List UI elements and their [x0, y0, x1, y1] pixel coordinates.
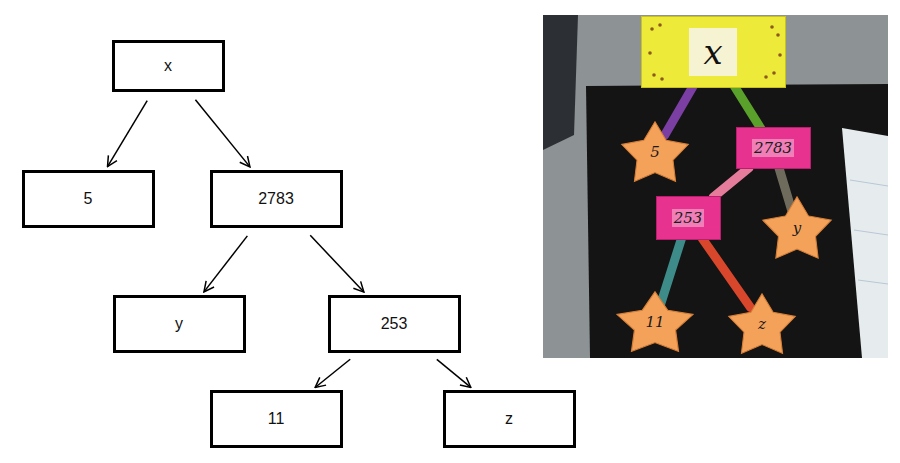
paper-star: 5	[620, 119, 690, 185]
node-label: z	[505, 410, 513, 428]
paper-star: z	[727, 291, 797, 357]
star-outline	[763, 197, 832, 259]
node-label: y	[175, 315, 183, 333]
paper-rule	[854, 230, 888, 235]
factor-arrow	[310, 235, 364, 292]
factor-box: 253	[328, 295, 461, 353]
paper-star: 11	[615, 289, 695, 355]
factor-arrow	[437, 359, 471, 387]
factor-arrow	[315, 359, 350, 387]
node-label: 253	[381, 315, 408, 333]
factor-box: 11	[210, 390, 343, 448]
card-dot	[648, 51, 652, 55]
card-dot	[764, 75, 768, 79]
craft-stick	[713, 168, 749, 198]
craft-stick	[660, 238, 681, 306]
factor-arrow	[204, 236, 247, 292]
node-label: 2783	[752, 139, 794, 157]
craft-stick	[665, 85, 695, 136]
node-label: x	[164, 57, 172, 75]
card-dot	[776, 33, 780, 37]
photo-wall	[543, 15, 888, 358]
card-dot	[650, 27, 654, 31]
node-label: x	[689, 28, 736, 76]
craft-stick	[733, 85, 761, 129]
node-label: 11	[268, 410, 285, 428]
factor-box: 2783	[210, 170, 343, 228]
factor-box: 5	[22, 170, 155, 228]
card-dot	[770, 25, 774, 29]
pink-card: 2783	[736, 127, 811, 169]
yellow-card: x	[641, 16, 786, 88]
card-dot	[658, 23, 662, 27]
card-dot	[652, 73, 656, 77]
pink-card: 253	[656, 196, 721, 240]
star-outline	[617, 292, 693, 352]
node-label: z	[758, 315, 766, 333]
photo-object	[543, 15, 578, 150]
node-label: 253	[672, 209, 705, 227]
star-outline	[729, 294, 796, 354]
paper-rule	[850, 180, 888, 186]
star-outline	[622, 122, 689, 182]
node-label: 2783	[258, 190, 294, 208]
factor-box: y	[113, 295, 246, 353]
card-dot	[778, 53, 782, 57]
card-dot	[772, 71, 776, 75]
craft-stick	[702, 238, 750, 307]
black-board	[586, 84, 888, 358]
paper-star: y	[761, 194, 833, 262]
notebook-paper	[842, 128, 888, 358]
craft-stick	[779, 167, 792, 211]
node-label: 5	[84, 190, 93, 208]
card-dot	[660, 77, 664, 81]
node-label: 5	[650, 143, 660, 161]
node-label: y	[793, 219, 801, 237]
node-label: 11	[645, 313, 664, 331]
factor-arrow	[195, 100, 250, 167]
paper-rule	[858, 280, 888, 284]
factor-box: x	[112, 40, 225, 92]
factor-box: z	[443, 390, 576, 448]
factor-arrow	[108, 101, 148, 167]
